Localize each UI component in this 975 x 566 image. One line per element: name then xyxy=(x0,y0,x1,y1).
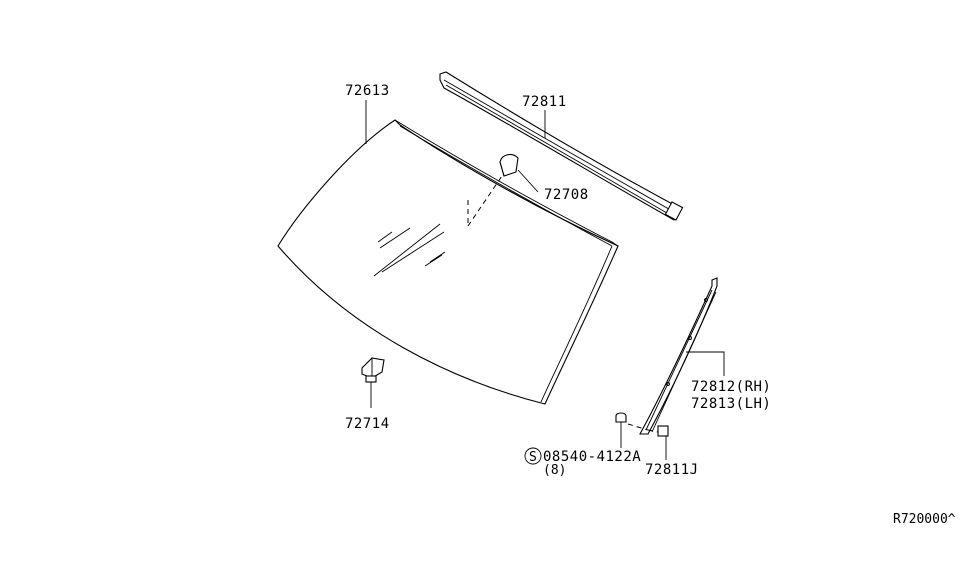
side-molding xyxy=(639,277,725,435)
screw-and-clip xyxy=(615,412,669,460)
label-72811j: 72811J xyxy=(645,462,699,478)
mirror-base xyxy=(467,153,539,227)
label-72714: 72714 xyxy=(345,416,390,432)
top-molding xyxy=(439,71,684,221)
windshield-glass xyxy=(277,119,619,405)
label-screw-qty: (8) xyxy=(543,463,566,478)
label-72613: 72613 xyxy=(345,83,390,99)
reference-code: R720000^ xyxy=(893,512,956,527)
label-72813-lh: 72813(LH) xyxy=(691,396,771,412)
label-screw-symbol: S xyxy=(529,450,537,465)
label-72812-rh: 72812(RH) xyxy=(691,379,771,395)
label-screw-code: 08540-4122A xyxy=(543,449,641,465)
label-72708: 72708 xyxy=(544,187,589,203)
circled-s-symbol xyxy=(524,447,542,465)
clip-72714 xyxy=(361,357,385,408)
label-72811: 72811 xyxy=(522,94,567,110)
